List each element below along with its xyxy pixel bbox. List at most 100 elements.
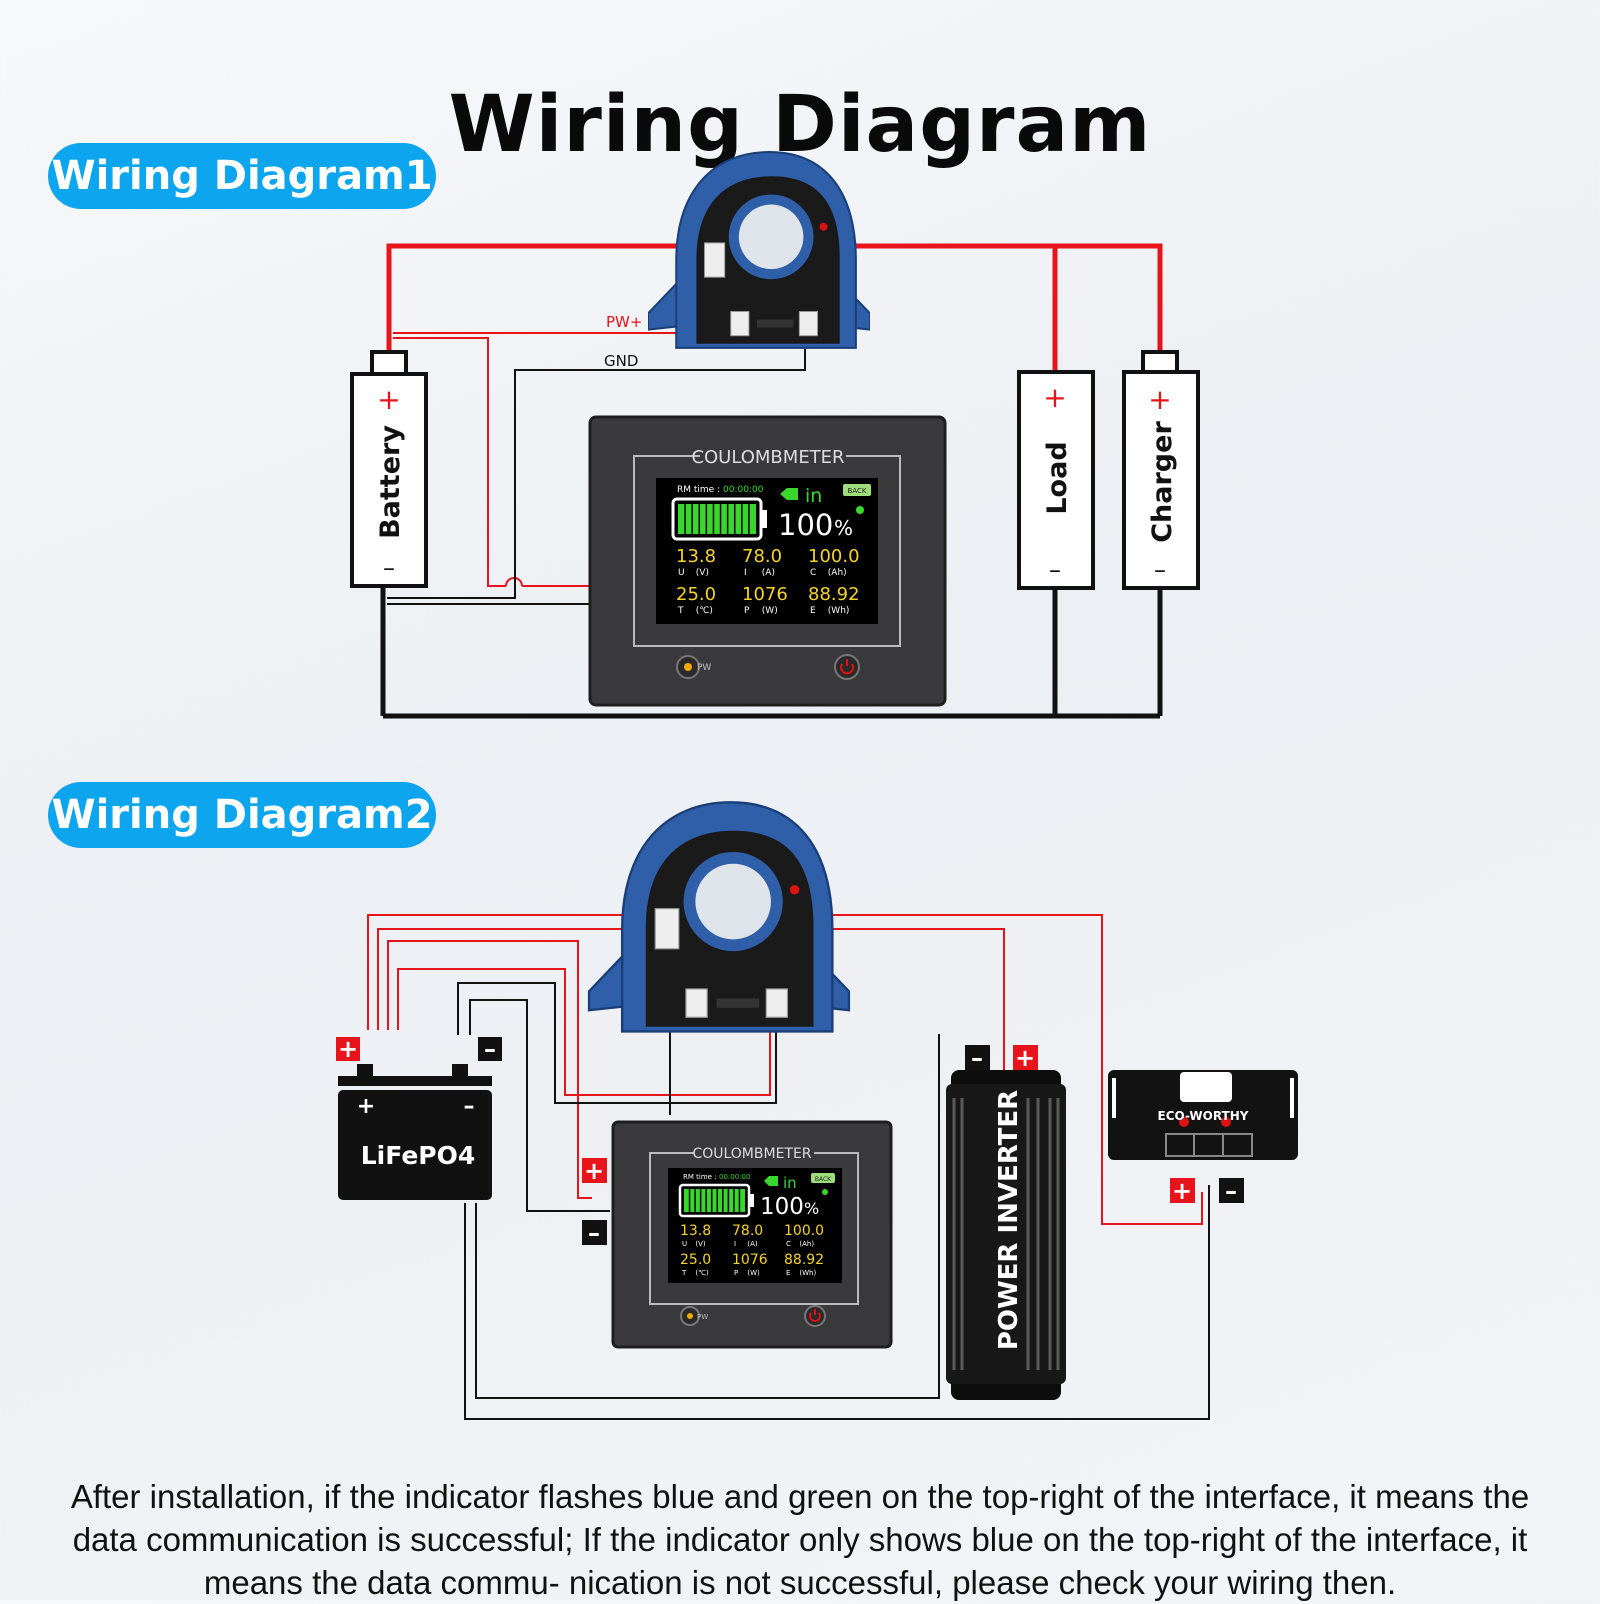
meter2-pw-label: PW — [697, 1313, 708, 1321]
meter1-back-button[interactable] — [843, 484, 871, 496]
meter2-reading-symbol: E — [786, 1269, 790, 1277]
svg-text:+: + — [1172, 1177, 1192, 1205]
load-plus-label: + — [1043, 381, 1066, 414]
gnd-label: GND — [604, 352, 638, 370]
meter1-percent-unit: % — [834, 516, 853, 540]
meter2-reading-symbol: U — [682, 1240, 687, 1248]
meter2-percent-unit: % — [804, 1199, 819, 1218]
meter2-reading-value: 100.0 — [784, 1223, 824, 1239]
meter2-reading-symbol: C — [786, 1240, 791, 1248]
meter1-reading-value: 78.0 — [742, 546, 782, 567]
meter2-reading-symbol: I — [734, 1240, 736, 1248]
coulombmeter-1: COULOMBMETER RM time : 00:00:00 in BACK … — [588, 415, 947, 707]
meter1-reading-symbol: T — [677, 606, 684, 616]
controller-label: ECO-WORTHY — [1158, 1109, 1249, 1123]
meter2-reading-unit: (Ah) — [799, 1240, 814, 1248]
meter2-reading-value: 78.0 — [732, 1223, 763, 1239]
meter2-battery-level — [684, 1189, 745, 1212]
load-device: + – Load — [1017, 370, 1095, 590]
meter2-reading-unit: (A) — [747, 1240, 758, 1248]
meter2-percent-value: 100 — [760, 1194, 804, 1220]
meter1-reading-value: 100.0 — [808, 546, 860, 567]
meter2-reading-symbol: P — [734, 1269, 738, 1277]
meter2-flow-arrow-icon — [764, 1176, 778, 1186]
marker-plus-inverter: + — [1013, 1044, 1038, 1072]
meter2-reading-value: 13.8 — [680, 1223, 711, 1239]
charger-minus-label: – — [1154, 556, 1166, 584]
page-title: Wiring Diagram — [448, 80, 1152, 171]
meter1-reading-value: 88.92 — [808, 584, 860, 605]
diagram2-wires — [367, 914, 1210, 1420]
meter2-reading-symbol: T — [681, 1269, 687, 1277]
meter2-rm-time-label: RM time : — [683, 1173, 717, 1181]
meter1-power-icon — [840, 663, 854, 675]
svg-text:–: – — [1225, 1177, 1237, 1205]
meter1-reading-value: 13.8 — [676, 546, 716, 567]
meter2-rm-time-value: 00:00:00 — [719, 1173, 750, 1181]
marker-plus-battery: + — [336, 1035, 360, 1063]
meter1-reading-unit: (A) — [762, 568, 775, 578]
marker-minus-inverter: – — [965, 1044, 990, 1072]
marker-minus-meter: – — [582, 1219, 607, 1247]
meter1-rm-time-label: RM time : — [677, 485, 720, 495]
meter1-reading-symbol: P — [744, 606, 750, 616]
meter1-battery-segments — [684, 504, 750, 534]
meter1-reading-unit: (Ah) — [828, 568, 847, 578]
charger-device: + – Charger — [1122, 350, 1200, 590]
marker-minus-battery: – — [478, 1035, 502, 1063]
meter1-readings: 13.8U(V)78.0I(A)100.0C(Ah)25.0T(℃)1076P(… — [676, 546, 860, 616]
meter1-reading-unit: (Wh) — [828, 606, 850, 616]
meter1-status-indicator — [856, 506, 864, 514]
lifepo4-minus-label: – — [464, 1094, 475, 1119]
meter1-pw-label: PW — [697, 663, 711, 673]
coulombmeter-2: COULOMBMETER RM time : 00:00:00 in BACK … — [611, 1120, 893, 1349]
meter1-power-button[interactable] — [834, 654, 860, 680]
meter2-readings: 13.8U(V)78.0I(A)100.0C(Ah)25.0T(℃)1076P(… — [680, 1223, 824, 1277]
battery-minus-label: – — [383, 554, 395, 582]
meter2-pw-led — [687, 1313, 693, 1319]
meter1-back-label: BACK — [848, 487, 867, 495]
meter2-reading-unit: (Wh) — [799, 1269, 816, 1277]
meter1-reading-unit: (V) — [696, 568, 709, 578]
marker-plus-meter: + — [582, 1157, 607, 1185]
battery-plus-label: + — [377, 383, 400, 416]
svg-text:–: – — [588, 1219, 600, 1247]
meter1-direction: in — [805, 485, 822, 507]
battery-label: Battery — [375, 425, 406, 539]
svg-text:+: + — [338, 1035, 358, 1063]
meter1-battery-level — [678, 504, 756, 534]
meter2-power-button[interactable] — [804, 1305, 826, 1327]
meter2-reading-unit: (V) — [695, 1240, 706, 1248]
meter2-reading-value: 25.0 — [680, 1252, 711, 1268]
meter1-reading-symbol: U — [678, 568, 685, 578]
battery-cell: + – Battery — [350, 350, 428, 588]
meter2-back-label: BACK — [815, 1176, 832, 1183]
marker-plus-controller: + — [1170, 1177, 1195, 1205]
current-sensor-1 — [648, 151, 870, 349]
svg-text:+: + — [584, 1157, 604, 1185]
svg-text:+: + — [1015, 1044, 1035, 1072]
meter2-status-indicator — [822, 1189, 828, 1195]
meter1-reading-symbol: E — [810, 606, 816, 616]
meter1-title: COULOMBMETER — [691, 447, 844, 468]
marker-minus-controller: – — [1219, 1177, 1244, 1205]
charger-label: Charger — [1147, 421, 1178, 543]
charger-plus-label: + — [1148, 383, 1171, 416]
meter2-power-icon — [809, 1312, 821, 1322]
meter2-direction: in — [783, 1174, 797, 1192]
svg-text:–: – — [484, 1035, 496, 1063]
pw-plus-label: PW+ — [606, 313, 642, 331]
meter1-percent-value: 100 — [778, 508, 833, 542]
meter2-back-button[interactable] — [811, 1173, 835, 1183]
section-label-diagram2: Wiring Diagram2 — [48, 782, 436, 848]
current-sensor-2 — [587, 801, 851, 1033]
meter2-title: COULOMBMETER — [692, 1146, 811, 1162]
meter1-flow-arrow-icon — [780, 488, 798, 500]
meter1-reading-unit: (W) — [762, 606, 778, 616]
meter1-pw-led — [684, 663, 692, 671]
meter2-battery-segments — [688, 1189, 741, 1212]
lifepo4-label: LiFePO4 — [361, 1141, 476, 1170]
inverter-label: POWER INVERTER — [994, 1090, 1024, 1350]
section-label-diagram1: Wiring Diagram1 — [48, 143, 436, 209]
